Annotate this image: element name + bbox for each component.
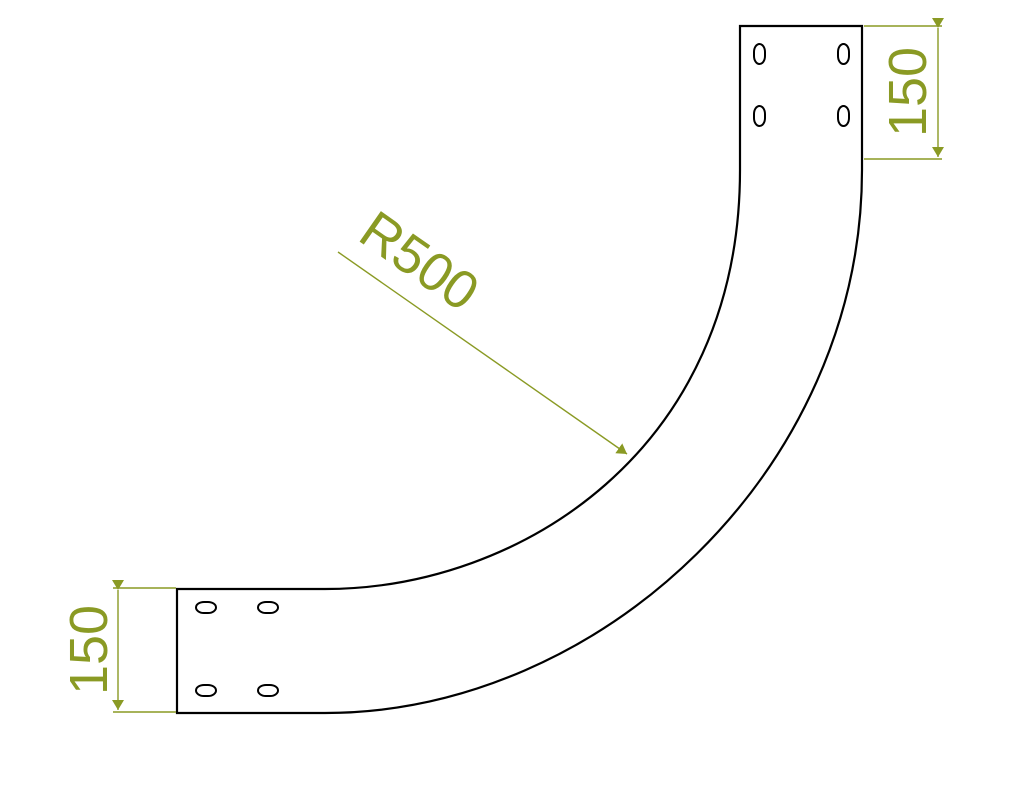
hole-top-3 bbox=[753, 105, 766, 127]
top-plate-holes bbox=[753, 43, 850, 127]
hole-left-2 bbox=[257, 601, 279, 614]
hole-left-3 bbox=[195, 684, 217, 697]
left-width-label: 150 bbox=[59, 605, 119, 695]
top-width-dimension bbox=[864, 18, 944, 160]
hole-left-4 bbox=[257, 684, 279, 697]
left-width-dimension bbox=[112, 580, 176, 713]
left-plate-holes bbox=[195, 601, 279, 697]
hole-top-2 bbox=[837, 43, 850, 65]
hole-left-1 bbox=[195, 601, 217, 614]
top-width-label: 150 bbox=[878, 47, 938, 137]
hole-top-4 bbox=[837, 105, 850, 127]
radius-label: R500 bbox=[349, 200, 489, 323]
radius-leader bbox=[337, 251, 628, 455]
bend-outline bbox=[175, 24, 864, 715]
hole-top-1 bbox=[753, 43, 766, 65]
